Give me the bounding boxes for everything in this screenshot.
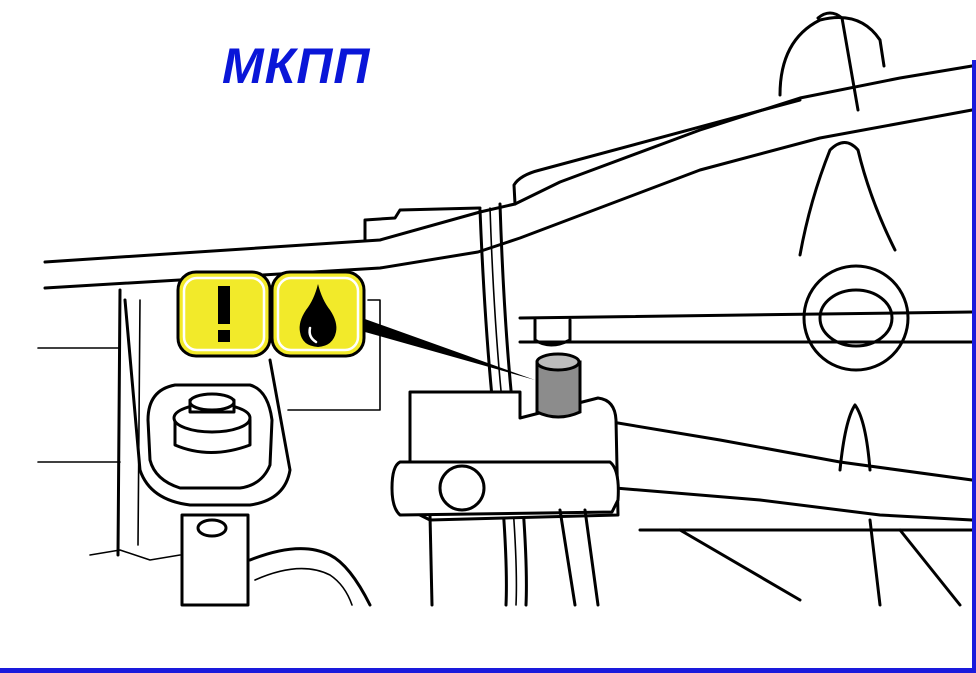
casing-line-horizontal: [518, 310, 974, 320]
flange-bolt-hole: [438, 464, 486, 512]
lower-wavy-part-3: [89, 549, 181, 561]
housing-tab: [363, 206, 482, 242]
frame-right-edge: [972, 60, 976, 673]
lower-frame-strut-2: [868, 518, 882, 607]
left-bracket-outer: [123, 298, 292, 507]
block-lower-leg: [428, 513, 434, 607]
lower-post-hole: [196, 518, 228, 538]
top-lug-bolt: [816, 11, 860, 112]
panel-box: [287, 299, 381, 411]
exclamation-icon: [218, 286, 230, 342]
top-lug: [778, 16, 886, 97]
central-flange: [390, 460, 620, 517]
nub: [533, 318, 572, 347]
mount-eye-arm: [798, 141, 897, 257]
block-lower-leg-3: [583, 508, 600, 607]
lower-frame-strut: [678, 528, 802, 602]
casing-diagonal-lower: [613, 486, 974, 522]
lower-wavy-part: [248, 547, 372, 607]
block-lower-leg-2: [558, 508, 577, 607]
housing-rib: [838, 403, 872, 472]
mount-eye-inner: [818, 288, 894, 348]
housing-top-edge: [43, 64, 974, 264]
lower-wavy-part-2: [254, 567, 353, 606]
oil-fill-plug: [535, 360, 582, 419]
oil-badge: [270, 270, 366, 358]
oil-fill-plug-top: [535, 352, 581, 372]
housing-rim: [512, 98, 802, 206]
left-bracket-rod: [116, 288, 122, 557]
housing-top-edge-inner: [43, 108, 974, 290]
left-bracket-inner: [146, 383, 274, 490]
diagram-title: МКПП: [222, 38, 371, 94]
oil-drop-icon: [299, 284, 337, 347]
bushing-hole: [188, 392, 236, 412]
lower-frame-strut-3: [898, 528, 962, 607]
frame-bottom-edge: [0, 668, 976, 673]
callout-pointer: [362, 318, 535, 380]
left-bracket-rod-2: [137, 299, 141, 546]
casing-diagonal: [598, 418, 974, 482]
lower-post: [180, 513, 250, 607]
warning-badge: [176, 270, 272, 358]
